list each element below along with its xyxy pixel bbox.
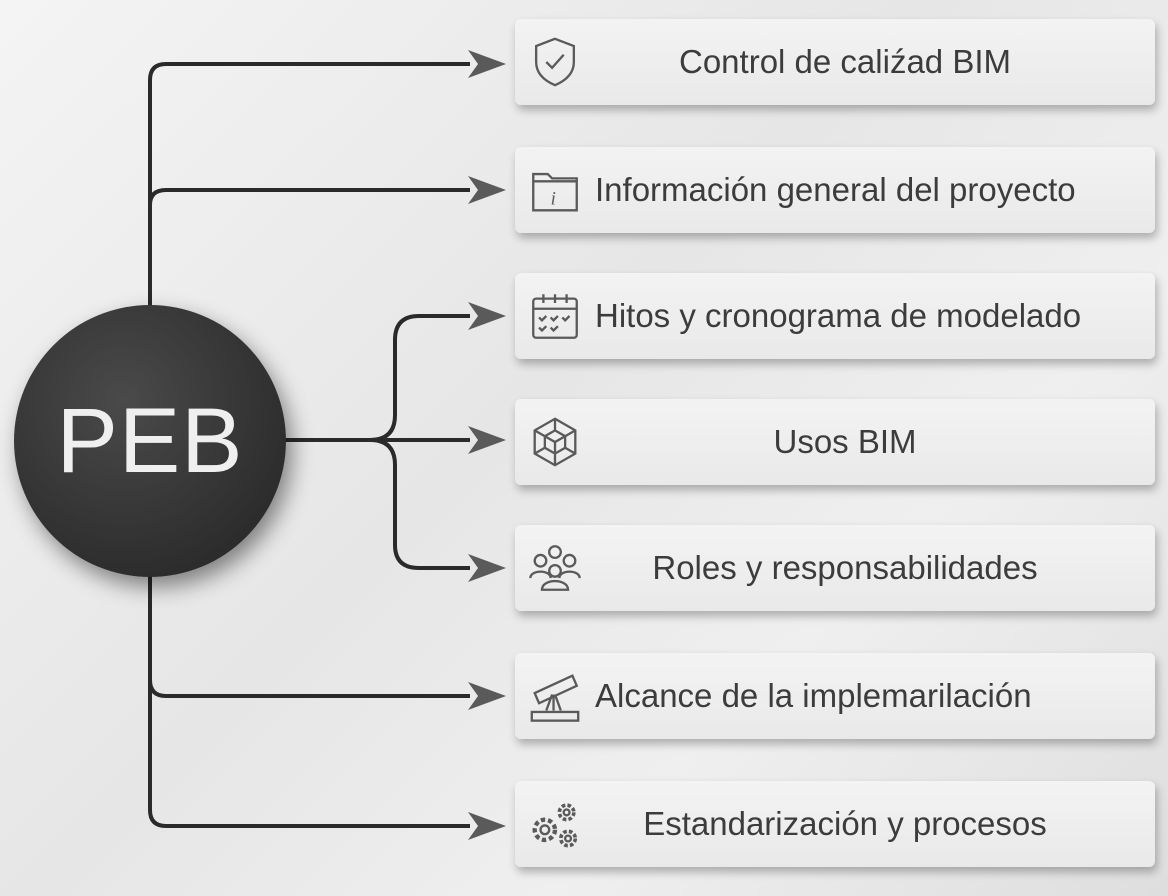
item-usos-bim: Usos BIM [515, 399, 1155, 485]
item-label: Hitos y cronograma de modelado [595, 297, 1082, 334]
arrowheads [468, 50, 506, 840]
item-roles: Roles y responsabilidades [515, 525, 1155, 611]
calendar-icon [515, 273, 595, 359]
connector-6 [148, 679, 470, 698]
connector-1 [148, 62, 470, 310]
connector-2 [148, 188, 470, 206]
svg-text:i: i [551, 189, 556, 210]
gears-icon [515, 781, 595, 867]
item-control-calidad: Control de caliźad BIM [515, 19, 1155, 105]
item-informacion-general: i Información general del proyecto [515, 147, 1155, 233]
connector-5 [369, 438, 470, 570]
people-group-icon [515, 525, 595, 611]
shield-check-icon [515, 19, 595, 105]
item-alcance: Alcance de la implemarilación [515, 653, 1155, 739]
cube-network-icon [515, 399, 595, 485]
item-label: Alcance de la implemarilación [595, 677, 1032, 714]
item-label: Control de caliźad BIM [679, 43, 1011, 80]
telescope-icon [515, 653, 595, 739]
item-label: Roles y responsabilidades [652, 549, 1038, 586]
peb-hub: PEB [14, 305, 286, 577]
item-label: Estandarización y procesos [643, 805, 1047, 842]
item-hitos-cronograma: Hitos y cronograma de modelado [515, 273, 1155, 359]
folder-info-icon: i [515, 147, 595, 233]
item-label: Información general del proyecto [595, 171, 1076, 208]
item-estandarizacion: Estandarización y procesos [515, 781, 1155, 867]
connector-7 [148, 570, 470, 828]
item-label: Usos BIM [773, 423, 917, 460]
hub-label: PEB [56, 389, 244, 492]
connector-3 [285, 314, 470, 442]
